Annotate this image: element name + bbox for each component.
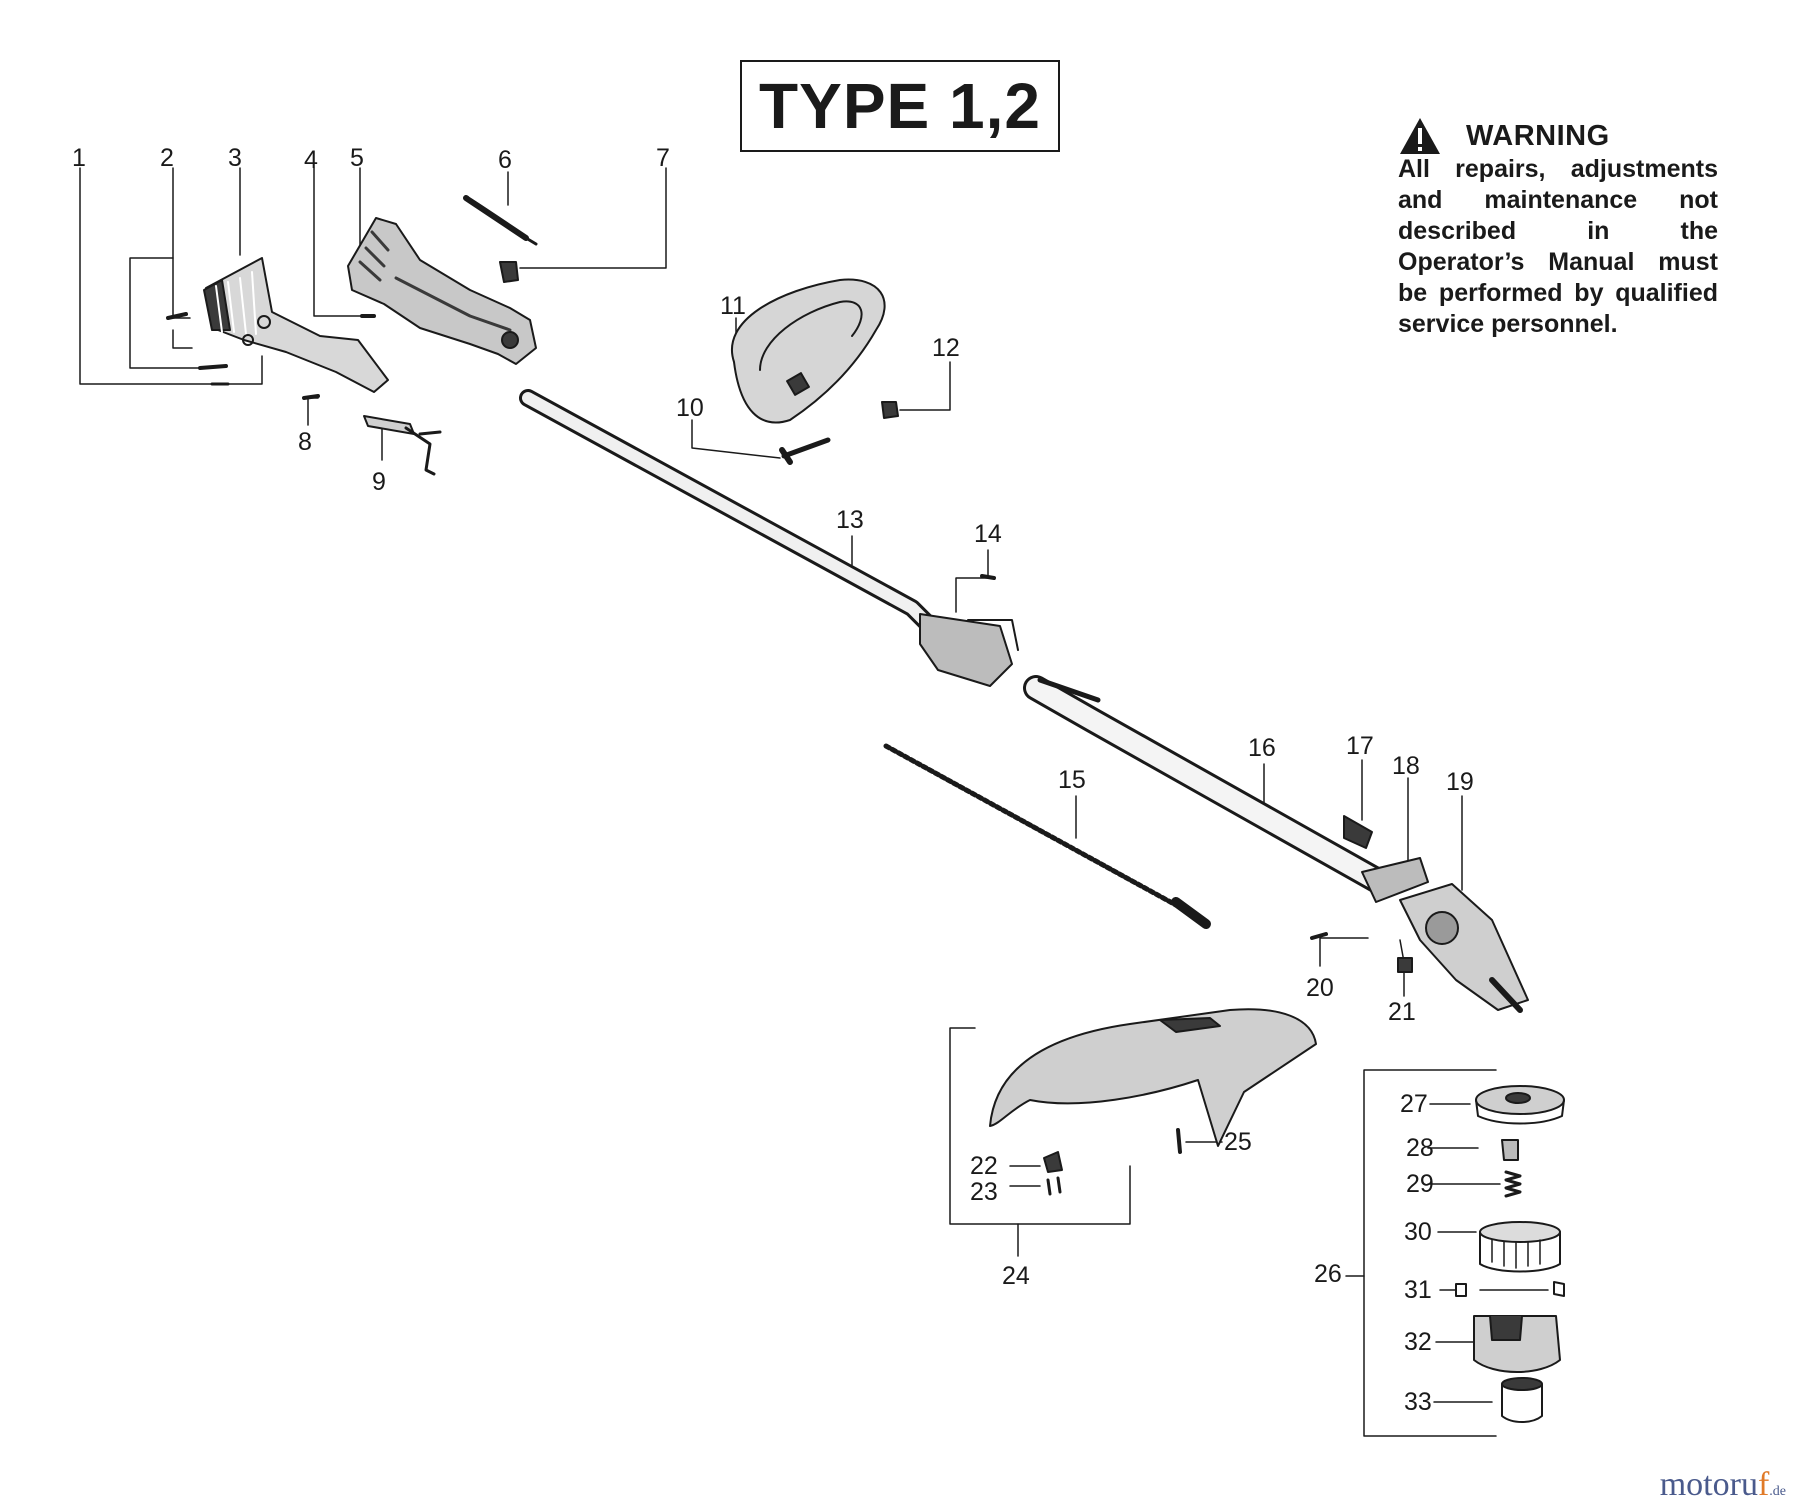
type-label-box: TYPE 1,2: [740, 60, 1060, 152]
part-nut-12: [881, 401, 899, 419]
watermark-logo: motoruf.de: [1660, 1466, 1786, 1504]
callout-10: 10: [676, 394, 704, 422]
part-screw-14: [980, 574, 996, 580]
watermark-suffix: .de: [1769, 1484, 1786, 1499]
part-flex-shaft-15: [883, 743, 1211, 929]
watermark-part1: motoru: [1659, 1466, 1758, 1503]
part-spool-cap-27: [1475, 1085, 1565, 1125]
callout-23: 23: [970, 1178, 998, 1206]
callout-12: 12: [932, 334, 960, 362]
part-upper-tube-13: [519, 389, 1019, 687]
callout-15: 15: [1058, 766, 1086, 794]
part-spool-housing-32: [1473, 1315, 1561, 1373]
callout-16: 16: [1248, 734, 1276, 762]
callout-14: 14: [974, 520, 1002, 548]
part-clip-22: [1043, 1151, 1063, 1173]
callout-9: 9: [372, 468, 386, 496]
callout-22: 22: [970, 1152, 998, 1180]
part-screws-left: [166, 312, 230, 386]
part-gear-head-19: [1399, 883, 1529, 1013]
part-wingnut-17: [1343, 815, 1373, 849]
part-screw-25: [1176, 1128, 1182, 1154]
callout-18: 18: [1392, 752, 1420, 780]
part-bolt-10: [779, 437, 831, 465]
callout-26: 26: [1314, 1260, 1342, 1288]
callout-25: 25: [1224, 1128, 1252, 1156]
callout-28: 28: [1406, 1134, 1434, 1162]
part-handle-half: [347, 217, 537, 365]
part-bolt-28: [1501, 1139, 1519, 1161]
callout-4: 4: [304, 146, 318, 174]
warning-triangle-icon: [1400, 118, 1440, 154]
callout-30: 30: [1404, 1218, 1432, 1246]
callout-19: 19: [1446, 768, 1474, 796]
warning-block: WARNING All repairs, adjustments and mai…: [1398, 116, 1718, 340]
part-eyelet-31b: [1553, 1281, 1565, 1297]
callout-8: 8: [298, 428, 312, 456]
callout-3: 3: [228, 144, 242, 172]
callout-24: 24: [1002, 1262, 1030, 1290]
part-eyelet-31a: [1455, 1283, 1467, 1297]
callout-29: 29: [1406, 1170, 1434, 1198]
callout-27: 27: [1400, 1090, 1428, 1118]
callout-2: 2: [160, 144, 174, 172]
part-trigger-9: [363, 415, 442, 476]
part-screw-23: [1046, 1176, 1062, 1196]
callout-5: 5: [350, 144, 364, 172]
warning-text: All repairs, adjustments and maintenance…: [1398, 155, 1718, 338]
part-bump-knob-33: [1501, 1377, 1543, 1423]
part-spring-29: [1504, 1170, 1522, 1198]
part-screw-20: [1310, 932, 1328, 940]
callout-31: 31: [1404, 1276, 1432, 1304]
warning-header: WARNING: [1398, 116, 1718, 156]
part-shield-24: [989, 1008, 1317, 1147]
part-front-handle-11: [731, 278, 886, 424]
warning-heading: WARNING: [1466, 119, 1610, 152]
part-lower-tube-16: [1023, 675, 1389, 893]
part-clamp-18: [1361, 857, 1429, 903]
callout-21: 21: [1388, 998, 1416, 1026]
callout-20: 20: [1306, 974, 1334, 1002]
part-wire-6: [463, 195, 538, 246]
part-nut-21: [1397, 957, 1413, 973]
callout-7: 7: [656, 144, 670, 172]
type-label: TYPE 1,2: [759, 70, 1041, 142]
callout-32: 32: [1404, 1328, 1432, 1356]
callout-1: 1: [72, 144, 86, 172]
callout-33: 33: [1404, 1388, 1432, 1416]
callout-11: 11: [720, 292, 746, 320]
callout-6: 6: [498, 146, 512, 174]
part-spool-30: [1479, 1221, 1561, 1273]
callout-17: 17: [1346, 732, 1374, 760]
part-screw-8: [302, 394, 320, 400]
watermark-part2: f: [1757, 1466, 1770, 1503]
part-rear-handle: [203, 257, 389, 393]
part-knob-7: [499, 261, 519, 283]
callout-13: 13: [836, 506, 864, 534]
